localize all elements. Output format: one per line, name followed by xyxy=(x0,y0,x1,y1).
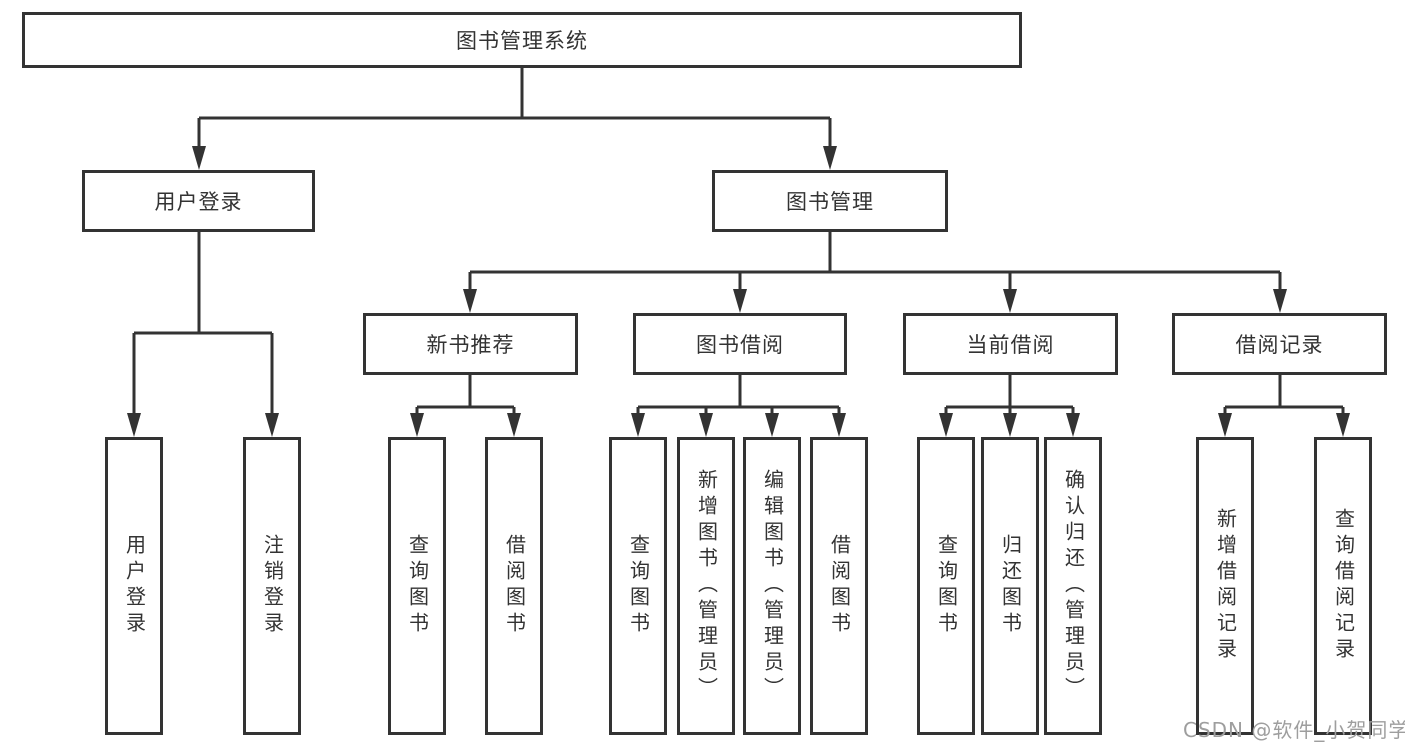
leaf-user-login: 用户登录 xyxy=(105,437,163,735)
leaf-borrow-borrow-books: 借阅图书 xyxy=(810,437,868,735)
node-user-login-label: 用户登录 xyxy=(154,190,243,214)
node-user-login: 用户登录 xyxy=(82,170,315,232)
leaf-current-query-books: 查询图书 xyxy=(917,437,975,735)
leaf-current-confirm-return-admin: 确认归还（管理员） xyxy=(1044,437,1102,735)
watermark: CSDN @软件_小贺同学 xyxy=(1183,718,1405,742)
leaf-newbook-borrow-books: 借阅图书 xyxy=(485,437,543,735)
leaf-newbook-query-books-label: 查询图书 xyxy=(405,534,430,638)
arrowheads xyxy=(127,146,1350,437)
node-book-management-label: 图书管理 xyxy=(786,190,874,214)
leaf-newbook-borrow-books-label: 借阅图书 xyxy=(502,534,527,638)
leaf-records-add-record: 新增借阅记录 xyxy=(1196,437,1254,735)
leaf-borrow-add-books-admin: 新增图书（管理员） xyxy=(677,437,735,735)
leaf-records-query-record: 查询借阅记录 xyxy=(1314,437,1372,735)
leaf-user-login-label: 用户登录 xyxy=(122,534,147,638)
leaf-borrow-edit-books-admin-label: 编辑图书（管理员） xyxy=(760,469,785,703)
leaf-current-return-books: 归还图书 xyxy=(981,437,1039,735)
leaf-current-confirm-return-admin-label: 确认归还（管理员） xyxy=(1061,469,1086,703)
leaf-logout: 注销登录 xyxy=(243,437,301,735)
leaf-borrow-query-books: 查询图书 xyxy=(609,437,667,735)
leaf-borrow-borrow-books-label: 借阅图书 xyxy=(827,534,852,638)
node-current-borrow: 当前借阅 xyxy=(903,313,1118,375)
leaf-borrow-add-books-admin-label: 新增图书（管理员） xyxy=(694,469,719,703)
node-book-management: 图书管理 xyxy=(712,170,948,232)
leaf-records-add-record-label: 新增借阅记录 xyxy=(1213,508,1238,664)
node-root: 图书管理系统 xyxy=(22,12,1022,68)
node-root-label: 图书管理系统 xyxy=(456,29,588,53)
leaf-newbook-query-books: 查询图书 xyxy=(388,437,446,735)
node-current-borrow-label: 当前借阅 xyxy=(966,333,1055,357)
node-new-book-recommend: 新书推荐 xyxy=(363,313,578,375)
node-borrow-records: 借阅记录 xyxy=(1172,313,1387,375)
leaf-current-return-books-label: 归还图书 xyxy=(998,534,1023,638)
node-book-borrow-label: 图书借阅 xyxy=(696,333,784,357)
node-new-book-recommend-label: 新书推荐 xyxy=(426,333,515,357)
leaf-records-query-record-label: 查询借阅记录 xyxy=(1331,508,1356,664)
leaf-logout-label: 注销登录 xyxy=(260,534,285,638)
leaf-current-query-books-label: 查询图书 xyxy=(934,534,959,638)
leaf-borrow-query-books-label: 查询图书 xyxy=(626,534,651,638)
node-book-borrow: 图书借阅 xyxy=(633,313,847,375)
leaf-borrow-edit-books-admin: 编辑图书（管理员） xyxy=(743,437,801,735)
node-borrow-records-label: 借阅记录 xyxy=(1235,333,1324,357)
